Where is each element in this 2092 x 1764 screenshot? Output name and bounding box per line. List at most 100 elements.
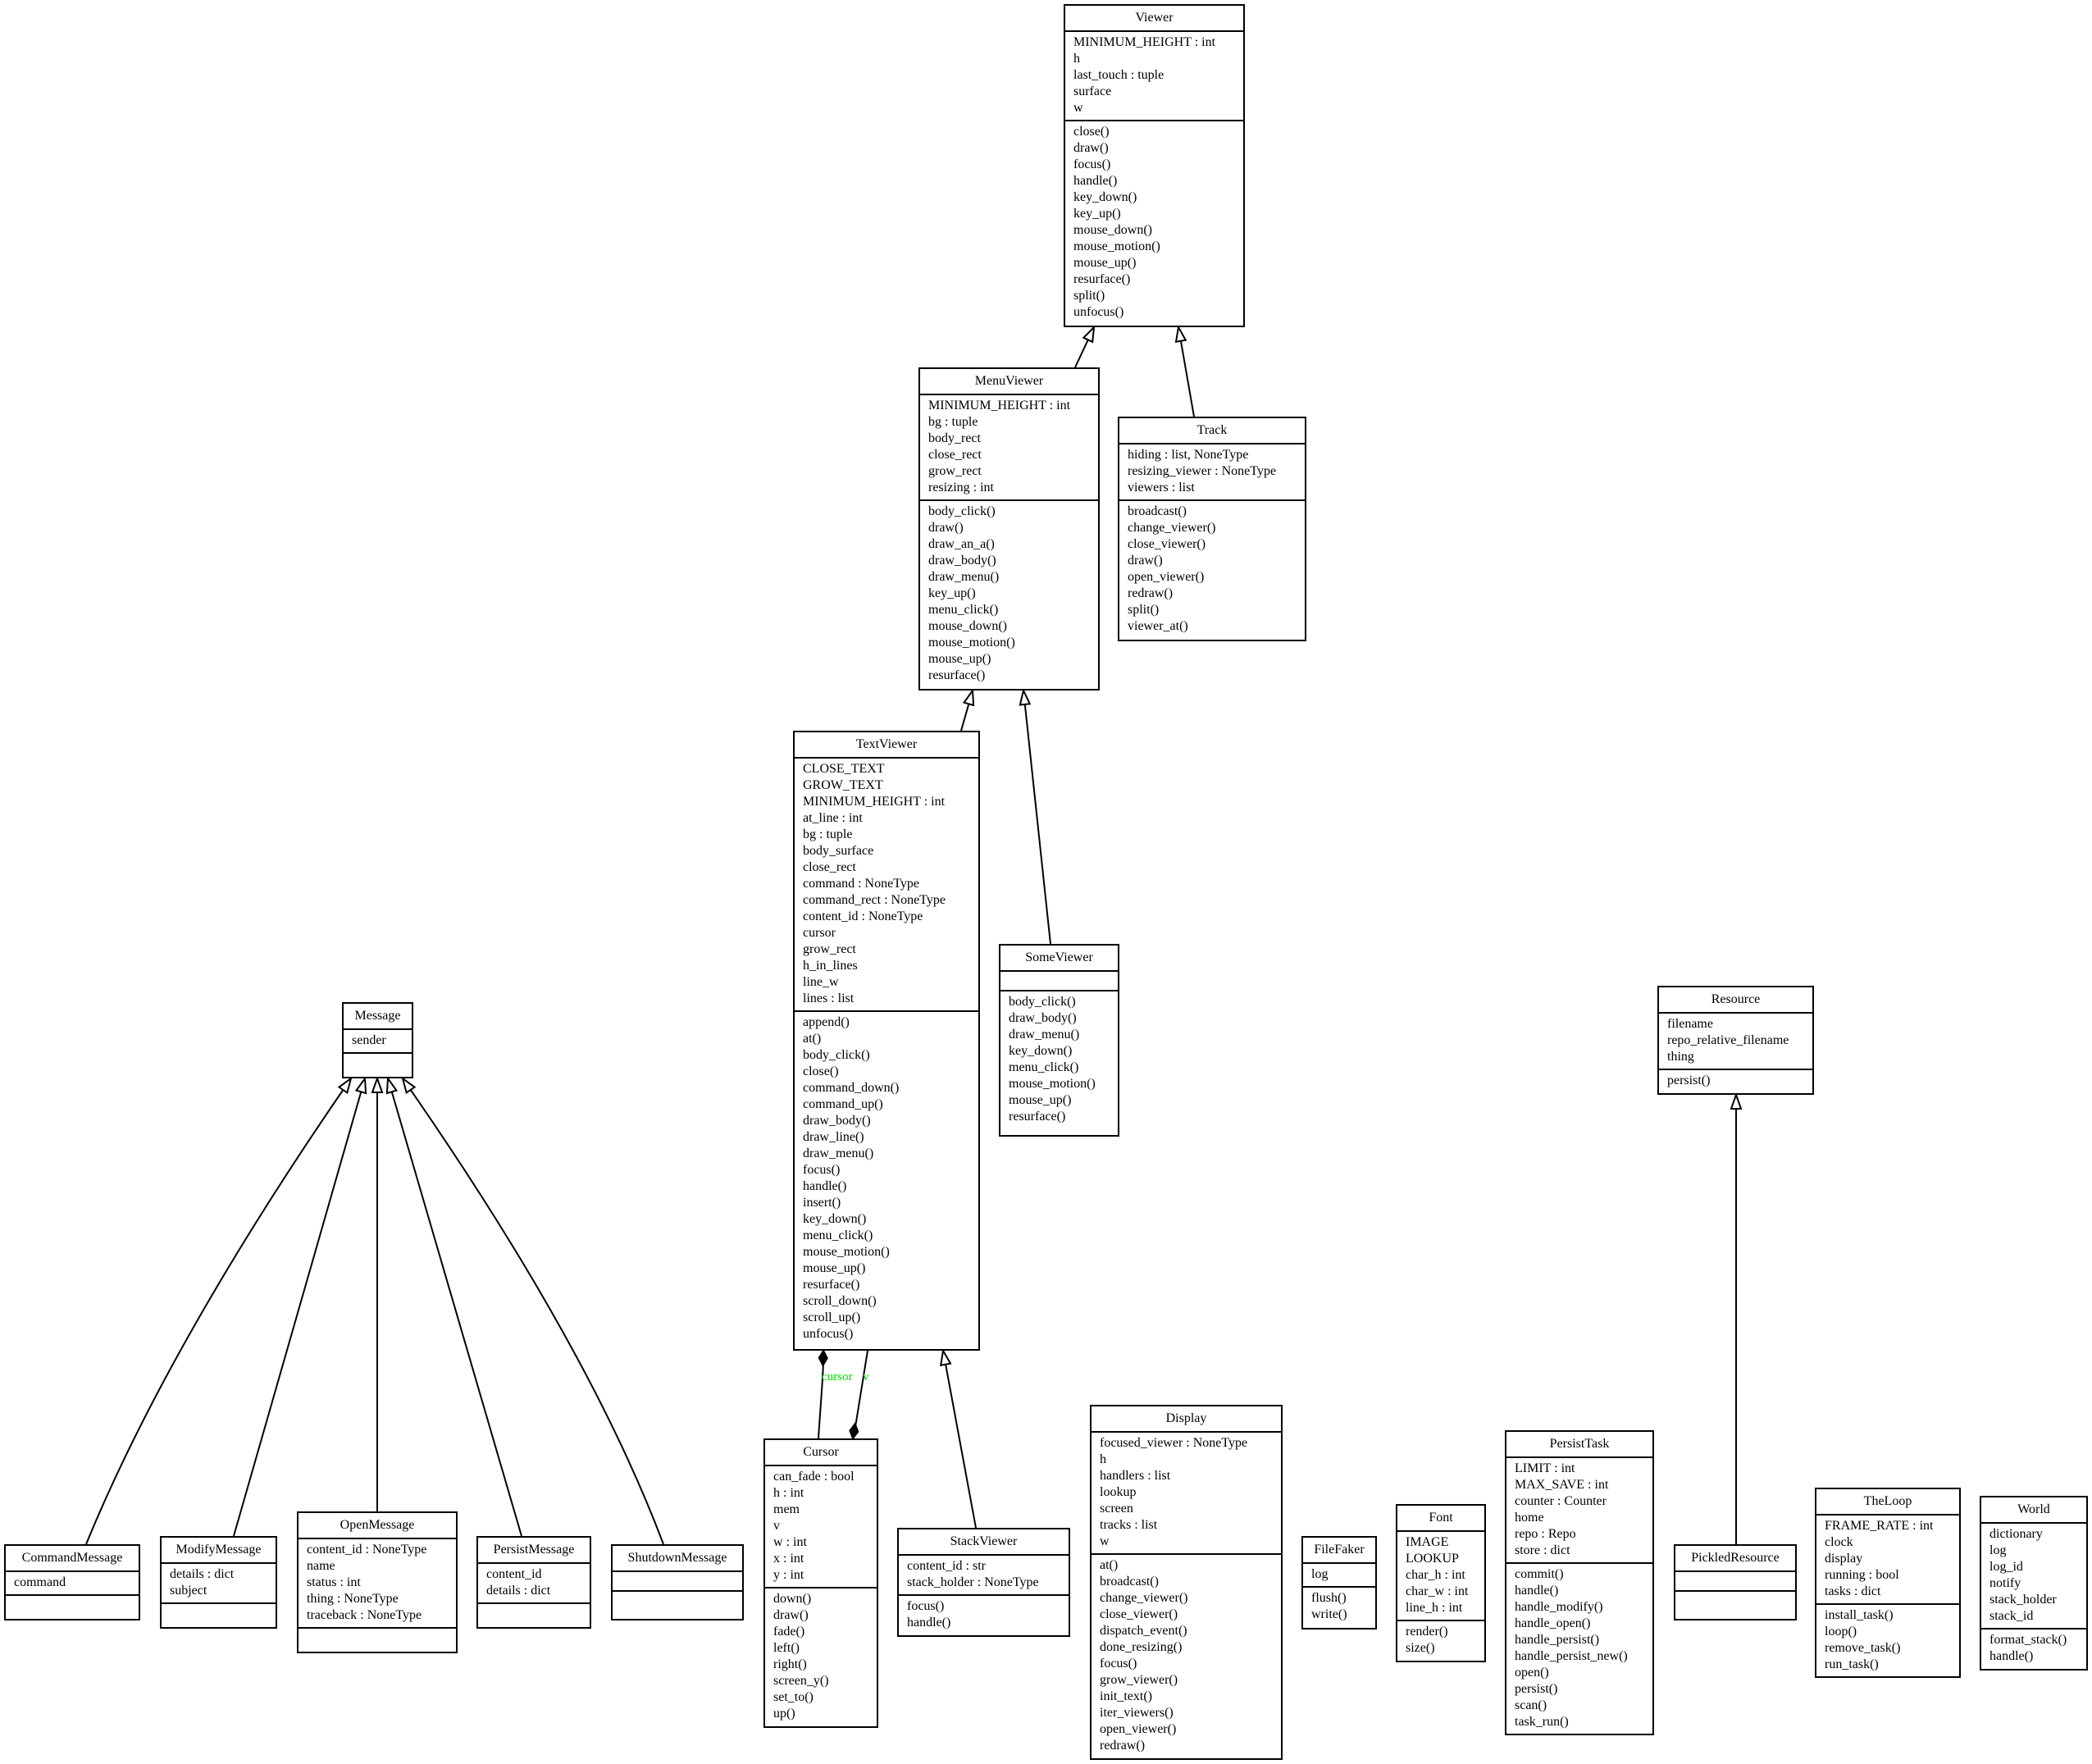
class-name: StackViewer (899, 1529, 1069, 1556)
inherit-shutdownmessage-message-arrowhead (401, 1076, 417, 1095)
method: draw_menu() (928, 570, 1000, 584)
inherit-persistmessage-message-arrowhead (385, 1076, 399, 1095)
method: draw_body() (803, 1114, 871, 1128)
inherit-commandmessage-message (85, 1078, 352, 1545)
method: key_up() (928, 586, 976, 600)
class-shutdownmessage[interactable]: ShutdownMessage (611, 1544, 744, 1620)
class-modifymessage[interactable]: ModifyMessage details : dict subject (160, 1536, 277, 1629)
method: unfocus() (803, 1327, 854, 1341)
inherit-stackviewer-textviewer-arrowhead (939, 1348, 952, 1367)
attribute: running : bool (1825, 1568, 1899, 1582)
methods-section: close()draw()focus()handle()key_down()ke… (1065, 120, 1243, 326)
attribute: w : int (773, 1535, 807, 1549)
method: persist() (1667, 1073, 1711, 1087)
methods-section: persist() (1659, 1069, 1812, 1093)
attribute: screen (1100, 1502, 1133, 1516)
methods-section (6, 1594, 139, 1619)
method: split() (1128, 603, 1160, 617)
class-name: ShutdownMessage (613, 1546, 742, 1572)
method: write() (1311, 1607, 1347, 1621)
method: key_up() (1073, 207, 1121, 221)
methods-section: commit()handle()handle_modify()handle_op… (1506, 1562, 1652, 1734)
class-name: TheLoop (1816, 1489, 1959, 1516)
method: at() (803, 1032, 822, 1046)
attribute: can_fade : bool (773, 1470, 855, 1484)
attribute: command_rect : NoneType (803, 893, 946, 907)
attribute: store : dict (1515, 1543, 1570, 1557)
method: left() (773, 1641, 800, 1655)
class-pickledresource[interactable]: PickledResource (1674, 1544, 1797, 1620)
methods-section: render()size() (1397, 1620, 1484, 1661)
method: menu_click() (1009, 1060, 1079, 1074)
attribute: body_rect (928, 431, 981, 445)
method: handle() (1073, 174, 1118, 188)
class-name: ModifyMessage (162, 1538, 276, 1564)
method: scroll_down() (803, 1294, 877, 1308)
method: split() (1073, 289, 1105, 303)
method: draw_an_a() (928, 537, 995, 551)
class-name: Font (1397, 1506, 1484, 1532)
inherit-menuviewer-viewer (1074, 326, 1095, 368)
attribute: bg : tuple (803, 827, 853, 841)
method: handle_persist_new() (1515, 1649, 1628, 1663)
attribute: bg : tuple (928, 415, 978, 429)
method: command_down() (803, 1081, 900, 1095)
method: scroll_up() (803, 1310, 861, 1324)
method: resurface() (1009, 1110, 1066, 1124)
attribute: details : dict (170, 1567, 235, 1581)
method: unfocus() (1073, 305, 1124, 319)
attribute: subject (170, 1584, 207, 1598)
method: mouse_down() (1073, 223, 1152, 237)
attribute: thing (1667, 1050, 1694, 1064)
inherit-modifymessage-message-arrowhead (354, 1076, 367, 1095)
composition-diamond-textviewer (818, 1348, 828, 1368)
methods-section: format_stack()handle() (1981, 1628, 2086, 1669)
method: handle_open() (1515, 1616, 1591, 1630)
attribute: log_id (1989, 1560, 2023, 1574)
class-name: PickledResource (1675, 1546, 1795, 1572)
methods-section: append()at()body_click()close()command_d… (795, 1010, 978, 1349)
methods-section: body_click()draw()draw_an_a()draw_body()… (920, 499, 1098, 689)
method: draw_body() (928, 554, 996, 567)
attribute: CLOSE_TEXT (803, 762, 885, 776)
inherit-someviewer-menuviewer (1023, 690, 1051, 945)
attributes-section (613, 1572, 742, 1590)
attribute: home (1515, 1511, 1544, 1525)
methods-section: focus()handle() (899, 1594, 1069, 1635)
class-name: Resource (1659, 987, 1812, 1014)
methods-section (478, 1602, 590, 1627)
method: handle() (1515, 1584, 1559, 1598)
methods-section (299, 1627, 456, 1652)
attribute: IMAGE (1406, 1535, 1449, 1549)
method: mouse_up() (803, 1261, 866, 1275)
attribute: line_h : int (1406, 1601, 1463, 1615)
attribute: details : dict (486, 1584, 551, 1598)
method: mouse_motion() (1073, 239, 1160, 253)
composition-textviewer-cursor (855, 1350, 868, 1428)
attribute: GROW_TEXT (803, 778, 883, 792)
composition-cursor-textviewer (818, 1361, 824, 1439)
attribute: mem (773, 1502, 800, 1516)
